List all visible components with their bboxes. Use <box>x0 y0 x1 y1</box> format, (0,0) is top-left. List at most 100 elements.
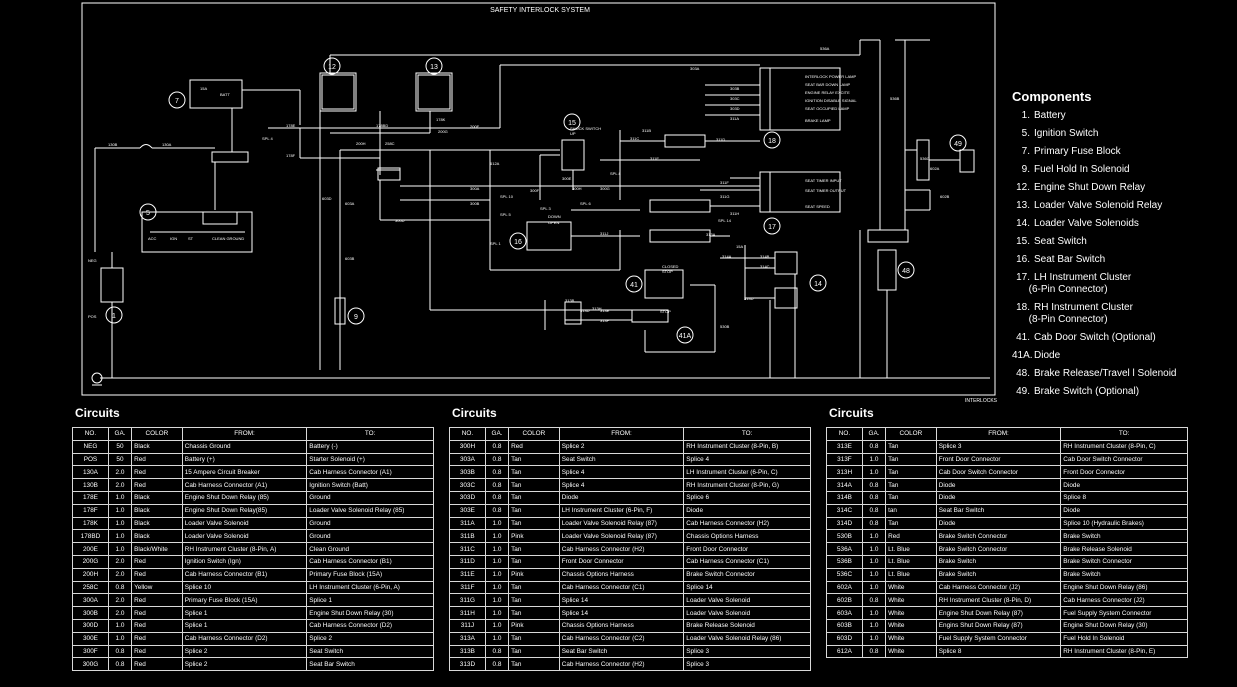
table-cell: 311F <box>449 580 486 595</box>
wire-label: SEAT OCCUPIED LAMP <box>805 106 850 111</box>
wire-label: 603A <box>345 201 355 206</box>
table-cell: Brake Release Solenoid <box>683 618 811 633</box>
wire-label: SHOCK SWITCH <box>570 126 601 131</box>
table-cell: Brake Switch <box>935 554 1062 569</box>
table-cell: 313E <box>826 439 863 454</box>
table-cell: Red <box>131 618 183 633</box>
callout-13: 13 <box>430 64 438 71</box>
component-item: 18.RH Instrument Cluster (8-Pin Connecto… <box>1012 302 1176 326</box>
wire-label: 311E <box>650 156 659 161</box>
callout-17: 17 <box>768 224 776 231</box>
fuel-solenoid-symbol <box>334 297 346 325</box>
table-cell: 1.0 <box>484 618 510 633</box>
wire-label: 311G <box>720 194 730 199</box>
table-cell: 313A <box>449 631 486 646</box>
component-label: Diode <box>1034 350 1061 361</box>
table-cell: Tan <box>508 503 560 518</box>
table-cell: Ground <box>306 516 434 531</box>
wire-label: 314D <box>744 296 754 301</box>
callout-9: 9 <box>354 314 358 321</box>
wire-label: IGNITION DISABLE SIGNAL <box>805 98 857 103</box>
table-cell: 0.8 <box>861 644 887 659</box>
callout-7: 7 <box>175 98 179 105</box>
table-cell: 300A <box>72 593 109 608</box>
component-number: 12. <box>1016 182 1030 193</box>
table-cell: Red <box>131 452 183 467</box>
component-number: 9. <box>1021 164 1030 175</box>
table-cell: 1.0 <box>107 542 133 556</box>
column-header: COLOR <box>508 427 560 441</box>
table-cell: 2.0 <box>107 593 133 608</box>
component-item: 48.Brake Release/Travel l Solenoid <box>1012 368 1176 380</box>
component-label: Loader Valve Solenoid Relay <box>1034 200 1163 211</box>
table-cell: 314D <box>826 516 863 531</box>
wire-label: 200G <box>438 129 448 134</box>
table-cell: 313B <box>449 644 486 659</box>
component-number: 1. <box>1021 110 1030 121</box>
wire-label: SEAT TIMER INPUT <box>805 178 842 183</box>
component-number: 41. <box>1016 332 1030 343</box>
wire-label: 313B <box>565 298 575 303</box>
wire-label: 178K <box>436 117 446 122</box>
table-cell: 1.0 <box>861 567 887 582</box>
table-cell: 602B <box>826 593 863 608</box>
component-label: Seat Switch <box>1034 236 1087 247</box>
table-cell: 0.8 <box>861 439 887 454</box>
wire-label: 530B <box>720 324 730 329</box>
table-cell: Pink <box>508 567 560 582</box>
table-cell: 300F <box>72 644 109 659</box>
table-cell: LH Instrument Cluster (6-Pin, F) <box>558 503 685 518</box>
wire-label: 311J <box>600 231 608 236</box>
table-cell: 1.0 <box>861 631 887 646</box>
circuits-title: Circuits <box>829 406 874 420</box>
table-cell: Diode <box>558 490 685 505</box>
table-cell: 311E <box>449 567 486 582</box>
column-header: GA. <box>484 427 510 441</box>
table-cell: RH Instrument Cluster (8-Pin, E) <box>1060 644 1188 659</box>
callout-12: 12 <box>328 64 336 71</box>
table-cell: 1.0 <box>484 593 510 608</box>
wire-label: 311B <box>642 128 651 133</box>
column-header: NO. <box>72 427 109 441</box>
wire-label: 258C <box>385 141 395 146</box>
table-cell: 200E <box>72 542 109 556</box>
component-item: 14.Loader Valve Solenoids <box>1012 218 1176 230</box>
wire-label: 300B <box>470 201 480 206</box>
table-cell: Splice 14 <box>558 593 685 608</box>
table-cell: Starter Solenoid (+) <box>306 452 434 467</box>
table-cell: Splice 3 <box>683 644 811 659</box>
table-cell: White <box>885 593 937 608</box>
component-item: 15.Seat Switch <box>1012 236 1176 248</box>
table-cell: Engins Shut Down Relay (87) <box>935 618 1062 633</box>
table-cell: NEG <box>72 439 109 454</box>
table-cell: 0.8 <box>861 516 887 531</box>
seat-bar-switch-symbol <box>526 221 572 251</box>
wiring-diagram: 1 5 7 9 12 13 14 15 16 17 18 41 41A 48 4… <box>81 2 998 404</box>
wire-label: SEAT BAR DOWN LAMP <box>805 82 851 87</box>
table-cell: 314C <box>826 503 863 518</box>
component-number: 13. <box>1016 200 1030 211</box>
table-cell: 2.0 <box>107 567 133 582</box>
table-cell: Loader Valve Solenoid <box>683 606 811 620</box>
table-cell: Clean Ground <box>306 542 434 556</box>
table-cell: Diode <box>935 478 1062 492</box>
table-cell: 1.0 <box>484 529 510 544</box>
table-cell: Splice 2 <box>181 644 308 659</box>
wire-label: 300G <box>600 186 610 191</box>
component-item: 13. Loader Valve Solenoid Relay <box>1012 200 1176 212</box>
table-cell: Cab Harness Connector (B1) <box>181 567 308 582</box>
table-cell: White <box>885 631 937 646</box>
table-cell: Brake Switch <box>1060 567 1188 582</box>
table-cell: tan <box>885 503 937 518</box>
